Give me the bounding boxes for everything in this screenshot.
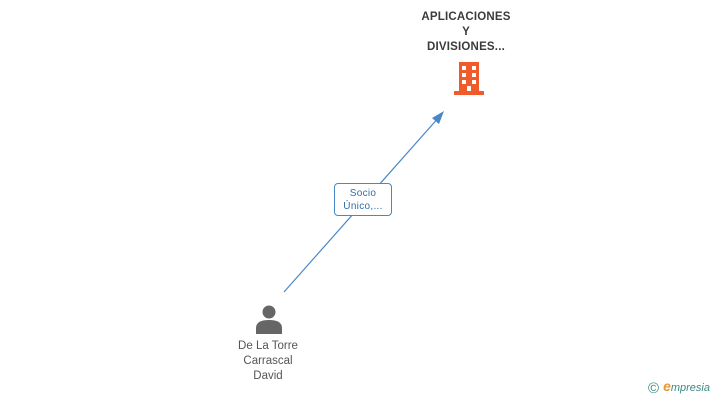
relation-label-line-1: Socio [349, 188, 377, 199]
person-name-line-1: De La Torre [238, 340, 298, 352]
person-icon[interactable] [254, 304, 284, 334]
relation-label-line-2: Único,... [343, 201, 383, 212]
company-name-line-1: APLICACIONES [421, 11, 511, 23]
person-name-line-2: Carrascal [243, 355, 293, 367]
copyright-icon: © [648, 379, 660, 397]
arrow-head [432, 111, 444, 124]
person-name-line-3: David [253, 370, 283, 382]
relation-label[interactable]: Socio Único,... [334, 183, 392, 216]
person-name[interactable]: De La Torre Carrascal David [218, 339, 318, 384]
brand-logo-text: mpresia [670, 382, 710, 394]
company-name-line-3: DIVISIONES... [426, 41, 505, 53]
company-name[interactable]: APLICACIONES Y DIVISIONES... [400, 10, 532, 55]
brand-logo[interactable]: ©empresia [648, 378, 710, 397]
building-icon[interactable] [454, 60, 484, 96]
company-name-line-2: Y [462, 26, 470, 38]
brand-logo-initial: e [663, 378, 671, 394]
